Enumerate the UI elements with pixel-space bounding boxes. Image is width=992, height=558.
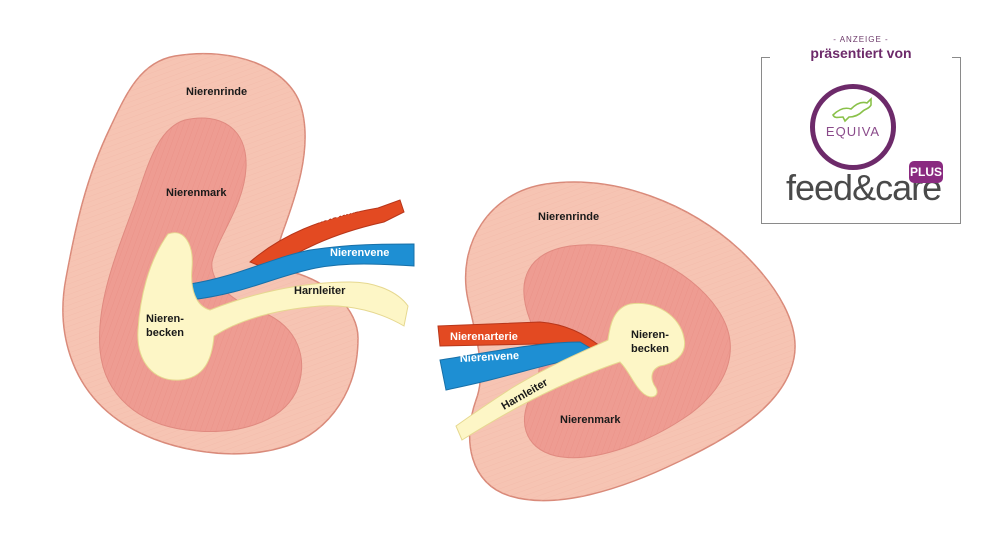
right-artery-label: Nierenarterie xyxy=(450,331,518,343)
left-ureter-label: Harnleiter xyxy=(294,285,346,297)
plus-badge: PLUS xyxy=(909,161,943,183)
equiva-logo[interactable]: EQUIVA xyxy=(810,84,896,170)
horse-icon xyxy=(832,97,872,123)
left-vein-label: Nierenvene xyxy=(330,247,389,259)
equiva-name: EQUIVA xyxy=(825,124,881,139)
right-renal-pelvis xyxy=(455,302,686,441)
ad-tag: - ANZEIGE - xyxy=(833,35,889,44)
right-pelvis-label-1: Nieren- xyxy=(631,329,669,341)
left-renal-vein xyxy=(189,243,415,301)
left-medulla-label: Nierenmark xyxy=(166,187,227,199)
left-pelvis-label-1: Nieren- xyxy=(146,313,184,325)
right-pelvis-label-2: becken xyxy=(631,343,669,355)
right-cortex-label: Nierenrinde xyxy=(538,211,599,223)
ad-header: - ANZEIGE - präsentiert von xyxy=(770,35,952,61)
left-kidney: Nierenrinde Nierenmark Nierenarterie Nie… xyxy=(62,52,415,455)
ad-presented-by: präsentiert von xyxy=(810,45,912,61)
left-pelvis-label-2: becken xyxy=(146,327,184,339)
right-vein-label: Nierenvene xyxy=(460,350,520,365)
right-kidney: Nierenrinde Nierenmark Nierenarterie Nie… xyxy=(437,181,796,502)
left-cortex-label: Nierenrinde xyxy=(186,86,247,98)
right-medulla-label: Nierenmark xyxy=(560,414,621,426)
left-renal-pelvis xyxy=(137,232,409,381)
